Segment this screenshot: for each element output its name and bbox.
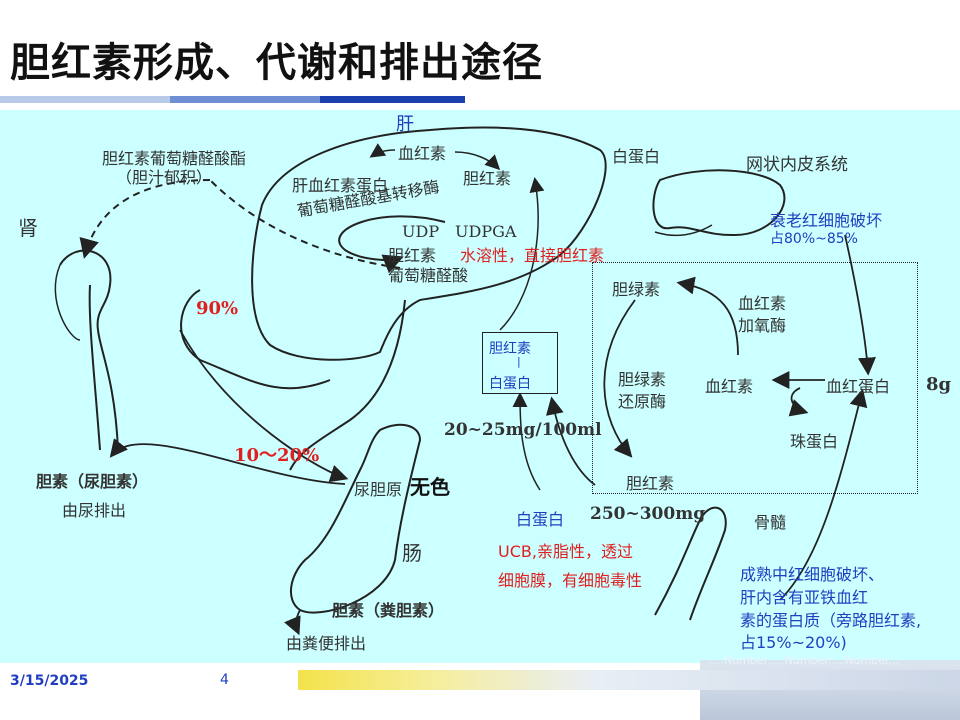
globin-label: 珠蛋白 [790, 432, 839, 451]
arrow-to-globin [788, 387, 809, 417]
feces-excretion-label: 由粪便排出 [286, 634, 367, 653]
arrow-to-feces [284, 609, 301, 636]
aging-rbc-label-1: 衰老红细胞破坏 [770, 211, 883, 230]
arrow-bilirubin-to-albumin [546, 396, 596, 486]
arrow-urobilinogen-to-kidney [109, 438, 346, 485]
spleen-outline [652, 169, 786, 237]
glucuronide-label-1: 胆红素葡萄糖醛酸酯 [102, 149, 247, 168]
marrow-label-1: 成熟中红细胞破坏、 [740, 565, 885, 584]
box-albumin-label: 白蛋白 [489, 376, 531, 392]
bone-outline [654, 506, 727, 621]
title-underline-2 [170, 96, 320, 103]
ucb-label-1: UCB,亲脂性，透过 [498, 542, 633, 561]
kidney-outline [59, 249, 119, 451]
arrow-res-to-hemoglobin [844, 234, 876, 376]
glucuronic-acid-label: 葡萄糖醛酸 [388, 266, 469, 285]
heme-liver-label: 血红素 [398, 144, 447, 163]
heme-oxygenase-label-2: 加氧酶 [738, 316, 787, 335]
arrow-liver-to-intestine [179, 329, 349, 483]
kidney-inner [54, 264, 81, 341]
marrow-label-2: 肝内含有亚铁血红 [740, 588, 869, 607]
biliverdin-reductase-label-1: 胆绿素 [618, 370, 667, 389]
diagram-canvas [0, 110, 960, 663]
aging-rbc-label-2: 占80%~85% [770, 231, 858, 247]
duodenum [180, 289, 331, 390]
pct90-label: 90% [196, 298, 239, 319]
intestine-label: 肠 [402, 541, 422, 565]
udp-label: UDP [402, 222, 440, 241]
amount-250-label: 250~300mg [590, 504, 706, 524]
marrow-label-3: 素的蛋白质（旁路胆红素, [740, 611, 922, 630]
albumin-bottom-label: 白蛋白 [516, 510, 565, 529]
bilirubin-bottom-label: 胆红素 [626, 474, 675, 493]
ucb-label-2: 细胞膜，有细胞毒性 [498, 571, 643, 590]
footer-page-number: 4 [220, 672, 229, 688]
arrow-heme-to-bilirubin [454, 151, 501, 171]
arrow-udp-cycle [338, 215, 446, 274]
res-label: 网状内皮系统 [746, 155, 848, 175]
liver-label: 肝 [396, 114, 414, 135]
concentration-label: 20~25mg/100ml [444, 420, 602, 440]
page-title: 胆红素形成、代谢和排出途径 [10, 40, 543, 86]
hemoglobin-label: 血红蛋白 [826, 377, 891, 396]
title-underline-1 [0, 96, 170, 103]
heme-label: 血红素 [705, 377, 754, 396]
res-process-box [592, 262, 918, 494]
arrow-bilirubin-up [499, 177, 545, 331]
bile-duct [289, 299, 406, 471]
heme-oxygenase-label-1: 血红素 [738, 294, 787, 313]
liver-heme-protein-label: 肝血红素蛋白 [292, 176, 389, 195]
pct10-20-label: 10～20% [234, 445, 320, 466]
arrow-glucuronide-from-liver [209, 179, 401, 269]
arrow-heme-to-liver-heme [369, 143, 396, 158]
arrow-biliverdin-to-bilirubin [603, 299, 636, 458]
kidney-label: 肾 [18, 216, 38, 240]
urobilinogen-label: 尿胆原 [354, 480, 403, 499]
arrow-glucuronide-to-kidney [79, 179, 211, 259]
glucuronide-label-2: （胆汁郁积） [116, 168, 213, 187]
footer-deco-text: ....Number.....Number.....Number... [710, 654, 899, 667]
liver-outline [251, 126, 607, 361]
bilirubin-albumin-box [482, 332, 558, 394]
footer-decoration [700, 660, 960, 720]
marrow-label-4: 占15%~20%) [740, 633, 847, 652]
water-soluble-label: 水溶性，直接胆红素 [460, 246, 605, 265]
arrow-bone-to-hemoglobin [779, 388, 868, 601]
udpga-label: UDPGA [455, 222, 517, 241]
box-bilirubin-label: 胆红素 [489, 341, 531, 357]
arrow-albumin-bottom [512, 392, 541, 491]
intestine-outline [289, 423, 422, 614]
urine-excretion-label: 由尿排出 [62, 501, 127, 520]
footer-bar [298, 670, 960, 690]
urobilin-label: 胆素（尿胆素） [36, 472, 149, 491]
spleen-vessel [654, 224, 713, 237]
footer-date: 3/15/2025 [10, 673, 89, 689]
title-underline-3 [320, 96, 465, 103]
ureter [88, 284, 101, 451]
bone-marrow-label: 骨髓 [754, 513, 787, 532]
bilirubin-conj-label: 胆红素 [388, 246, 437, 265]
amount-8g-label: 8g [926, 374, 952, 395]
box-divider: | [517, 355, 521, 368]
bilirubin-liver-label: 胆红素 [463, 169, 512, 188]
title-area: 胆红素形成、代谢和排出途径 [0, 0, 960, 108]
albumin-top-label: 白蛋白 [612, 147, 661, 166]
biliverdin-reductase-label-2: 还原酶 [618, 392, 667, 411]
stercobilin-label: 胆素（粪胆素） [332, 601, 445, 620]
arrow-heme-to-biliverdin [676, 276, 739, 356]
colorless-label: 无色 [410, 475, 450, 499]
biliverdin-label: 胆绿素 [612, 280, 661, 299]
